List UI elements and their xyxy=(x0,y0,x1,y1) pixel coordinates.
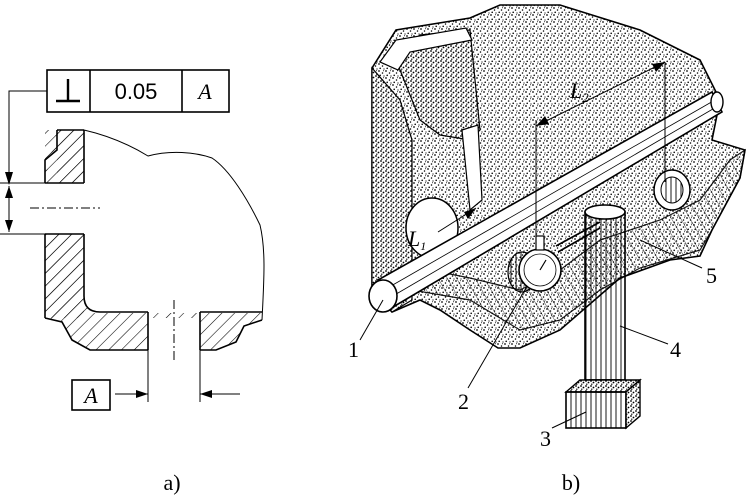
part-number-3: 3 xyxy=(540,426,551,451)
base-block xyxy=(564,378,642,430)
perpendicularity-icon xyxy=(56,79,80,103)
part-number-2: 2 xyxy=(458,389,469,414)
measuring-bar xyxy=(368,90,724,313)
l2-label: L2 xyxy=(569,78,589,105)
bar-end-face xyxy=(368,279,398,313)
feature-control-frame: 0.05 A xyxy=(46,69,230,113)
figure-b: L1 L2 1 2 3 4 5 b) xyxy=(348,4,746,495)
part-section xyxy=(30,129,265,362)
leader-arrowhead xyxy=(5,172,13,185)
length-dimensions: L1 L2 xyxy=(407,61,666,253)
caption-a: a) xyxy=(163,470,180,495)
datum-label: A xyxy=(82,383,98,408)
caption-b: b) xyxy=(562,470,580,495)
datum-box xyxy=(71,379,111,411)
part-number-5: 5 xyxy=(706,263,717,288)
tolerance-value: 0.05 xyxy=(115,79,158,104)
part-number-1: 1 xyxy=(348,337,359,362)
part-number-4: 4 xyxy=(670,337,681,362)
l1-label: L1 xyxy=(407,226,426,253)
figure-a: 0.05 A xyxy=(0,69,265,495)
part-callouts: 1 2 3 4 5 xyxy=(348,239,717,451)
fcf-datum-label: A xyxy=(196,79,212,104)
leader-line xyxy=(8,90,47,180)
support-column xyxy=(584,204,626,393)
